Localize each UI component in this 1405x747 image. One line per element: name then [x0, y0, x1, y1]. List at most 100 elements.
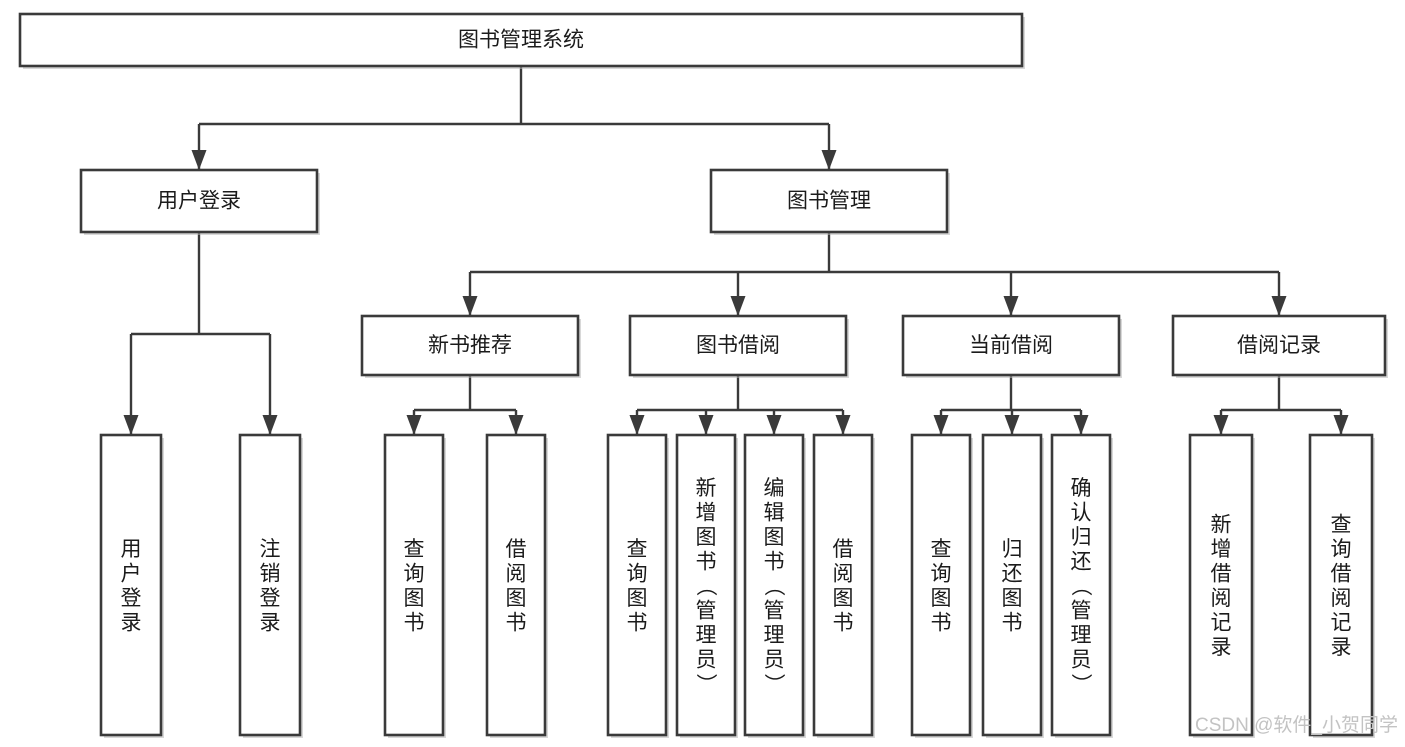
node-label-char: 录 — [1211, 636, 1232, 659]
node-box[interactable] — [743, 433, 805, 737]
node-box[interactable] — [812, 433, 874, 737]
node-box[interactable] — [910, 433, 972, 737]
node-label-char: 阅 — [506, 563, 527, 586]
node-label-char: 阅 — [1331, 587, 1352, 610]
node-label-char: 理 — [1071, 624, 1092, 647]
connector-arrowhead — [1333, 415, 1349, 435]
node-box[interactable] — [628, 314, 848, 377]
node-label-char: 归 — [1002, 538, 1023, 561]
node-label-char: 书 — [404, 612, 425, 635]
node-box[interactable] — [360, 314, 580, 377]
node-box[interactable] — [79, 168, 319, 234]
connector-arrowhead — [1213, 415, 1229, 435]
node-label-char: 注 — [260, 538, 281, 561]
node-label-char: 询 — [1331, 538, 1352, 561]
node-label: 当前借阅 — [969, 334, 1053, 357]
node-label-char: 书 — [506, 612, 527, 635]
node-user-login[interactable]: 用户登录 — [79, 168, 320, 235]
node-label-char: （ — [694, 575, 717, 596]
node-label-char: 还 — [1071, 550, 1092, 573]
node-label-char: 销 — [260, 563, 281, 586]
node-label-char: 图 — [1002, 587, 1023, 610]
node-label-char: 图 — [696, 526, 717, 549]
node-box[interactable] — [1308, 433, 1374, 737]
node-box[interactable] — [485, 433, 547, 737]
node-label-char: 查 — [931, 538, 952, 561]
node-label-char: 辑 — [764, 501, 785, 524]
connector-arrowhead — [406, 415, 422, 435]
node-box[interactable] — [606, 433, 668, 737]
node-box[interactable] — [99, 433, 163, 737]
node-label-char: 增 — [696, 501, 717, 524]
node-label-char: 图 — [764, 526, 785, 549]
node-label-char: （ — [762, 575, 785, 596]
node-label: 借阅记录 — [1237, 334, 1321, 357]
node-label: 图书管理 — [787, 190, 871, 213]
node-root[interactable]: 图书管理系统 — [18, 12, 1025, 69]
node-box[interactable] — [709, 168, 949, 234]
node-label-char: 书 — [764, 550, 785, 573]
node-label-char: 借 — [1211, 563, 1232, 586]
node-label-char: 书 — [833, 612, 854, 635]
node-box[interactable] — [18, 12, 1024, 68]
node-box[interactable] — [238, 433, 302, 737]
node-box[interactable] — [901, 314, 1121, 377]
node-book-management[interactable]: 图书管理 — [709, 168, 950, 235]
node-label-char: 记 — [1331, 612, 1352, 635]
node-label-char: 询 — [931, 563, 952, 586]
node-label-char: 查 — [1331, 514, 1352, 537]
node-label-char: 户 — [121, 563, 142, 586]
node-label-char: 归 — [1071, 526, 1092, 549]
node-label-char: 录 — [121, 612, 142, 635]
node-label-char: 用 — [121, 538, 142, 561]
node-label: 用户登录 — [157, 190, 241, 213]
node-label-char: 管 — [1071, 599, 1092, 622]
node-label-char: 图 — [627, 587, 648, 610]
node-label-char: 书 — [696, 550, 717, 573]
node-label-char: 查 — [627, 538, 648, 561]
node-label-char: 员 — [1071, 648, 1092, 671]
node-label-char: 询 — [627, 563, 648, 586]
node-current-borrow[interactable]: 当前借阅 — [901, 314, 1122, 378]
node-box[interactable] — [1171, 314, 1387, 377]
node-label-char: 理 — [696, 624, 717, 647]
node-box[interactable] — [1050, 433, 1112, 737]
node-label-char: 录 — [1331, 636, 1352, 659]
node-label-char: 员 — [764, 648, 785, 671]
node-box[interactable] — [675, 433, 737, 737]
node-label-char: 书 — [627, 612, 648, 635]
node-box[interactable] — [1188, 433, 1254, 737]
node-box[interactable] — [383, 433, 445, 737]
node-label-char: 确 — [1071, 477, 1092, 500]
connector-arrowhead — [462, 296, 478, 316]
node-leaf-user-login[interactable]: 用户登录 — [99, 433, 164, 738]
node-label-char: 记 — [1211, 612, 1232, 635]
node-box[interactable] — [981, 433, 1043, 737]
node-label-char: 还 — [1002, 563, 1023, 586]
node-label-char: 认 — [1071, 501, 1092, 524]
node-label-char: 阅 — [1211, 587, 1232, 610]
connector-arrowhead — [698, 415, 714, 435]
node-new-book-recommend[interactable]: 新书推荐 — [360, 314, 581, 378]
node-label-char: ） — [1069, 673, 1092, 694]
node-book-borrow[interactable]: 图书借阅 — [628, 314, 849, 378]
node-label: 新书推荐 — [428, 334, 512, 357]
connector-arrowhead — [821, 150, 837, 170]
node-label-char: 管 — [764, 599, 785, 622]
node-borrow-record[interactable]: 借阅记录 — [1171, 314, 1388, 378]
node-label-char: 借 — [506, 538, 527, 561]
